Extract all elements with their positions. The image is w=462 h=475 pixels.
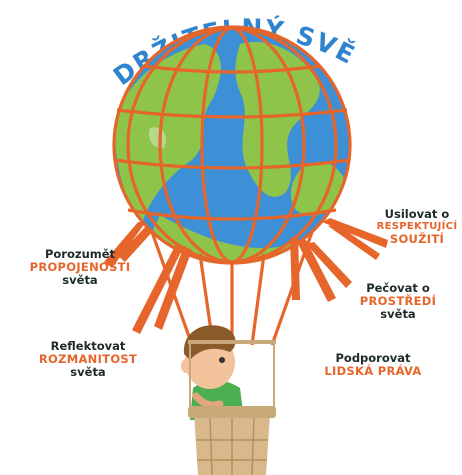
label-environment-line2: PROSTŘEDÍ — [359, 294, 437, 309]
label-human-rights-line1: Podporovat — [335, 351, 411, 365]
label-environment: Pečovat o PROSTŘEDÍ světa — [348, 281, 448, 322]
label-coexistence-line2: RESPEKTUJÍCÍ — [376, 221, 458, 233]
label-coexistence-line1: Usilovat o — [384, 207, 450, 221]
label-interconnectedness-line3: světa — [62, 273, 98, 288]
ribbons — [104, 218, 388, 334]
label-diversity-line3: světa — [70, 365, 106, 380]
label-human-rights: Podporovat LIDSKÁ PRÁVA — [318, 351, 428, 379]
label-interconnectedness-line2: PROPOJENOSTI — [29, 260, 131, 275]
label-coexistence: Usilovat o RESPEKTUJÍCÍ SOUŽITÍ — [372, 207, 462, 246]
label-diversity-line2: ROZMANITOST — [38, 352, 138, 367]
label-coexistence-line3: SOUŽITÍ — [389, 231, 445, 246]
label-environment-line3: světa — [380, 307, 416, 322]
label-human-rights-line2: LIDSKÁ PRÁVA — [324, 364, 422, 379]
label-environment-line1: Pečovat o — [366, 281, 430, 295]
label-interconnectedness-line1: Porozumět — [44, 247, 116, 261]
label-interconnectedness: Porozumět PROPOJENOSTI světa — [20, 247, 140, 288]
basket — [188, 340, 276, 475]
label-diversity-line1: Reflektovat — [50, 339, 126, 353]
label-diversity: Reflektovat ROZMANITOST světa — [28, 339, 148, 380]
